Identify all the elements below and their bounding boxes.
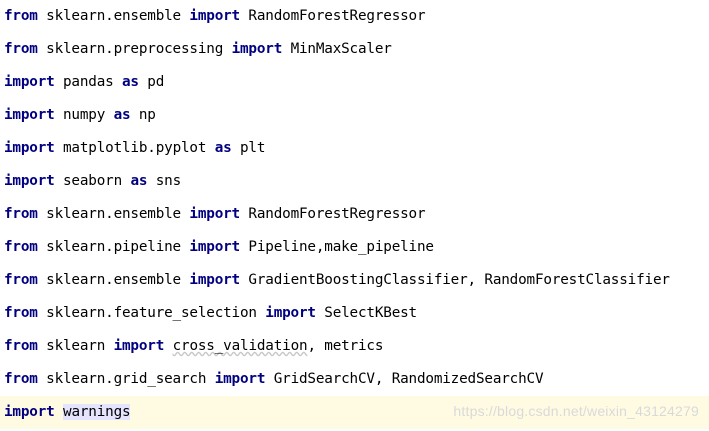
code-line[interactable]: from sklearn.grid_search import GridSear… (0, 363, 709, 396)
code-line[interactable]: from sklearn.pipeline import Pipeline,ma… (0, 231, 709, 264)
keyword-token: import (189, 8, 240, 24)
keyword-token: as (122, 74, 139, 90)
code-line[interactable]: from sklearn.ensemble import RandomFores… (0, 198, 709, 231)
keyword-token: from (4, 8, 38, 24)
warned-identifier: cross_validation (172, 338, 308, 354)
code-token: GridSearchCV, RandomizedSearchCV (265, 371, 544, 387)
keyword-token: from (4, 338, 38, 354)
code-token: sklearn.feature_selection (37, 305, 266, 321)
code-token: seaborn (54, 173, 131, 189)
code-token: RandomForestRegressor (240, 206, 426, 222)
keyword-token: import (4, 107, 55, 123)
keyword-token: import (113, 338, 165, 354)
code-line[interactable]: import seaborn as sns (0, 165, 709, 198)
keyword-token: import (189, 272, 240, 288)
code-token: sklearn.ensemble (37, 272, 190, 288)
code-line[interactable]: import numpy as np (0, 99, 709, 132)
code-token: sklearn.pipeline (37, 239, 190, 255)
code-token: Pipeline,make_pipeline (240, 239, 434, 255)
code-token: GradientBoostingClassifier, RandomForest… (240, 272, 670, 288)
keyword-token: as (130, 173, 148, 189)
code-line[interactable]: import pandas as pd (0, 66, 709, 99)
code-token: sklearn.preprocessing (37, 41, 232, 57)
code-line[interactable]: from sklearn import cross_validation, me… (0, 330, 709, 363)
code-token: pandas (54, 74, 122, 90)
code-token: , metrics (307, 338, 384, 354)
code-token (164, 338, 172, 354)
code-token: SelectKBest (315, 305, 417, 321)
keyword-token: import (4, 74, 55, 90)
keyword-token: import (4, 140, 55, 156)
keyword-token: as (214, 140, 232, 156)
keyword-token: from (4, 41, 38, 57)
keyword-token: from (4, 206, 38, 222)
code-token: RandomForestRegressor (240, 8, 426, 24)
keyword-token: as (113, 107, 131, 123)
highlighted-identifier: warnings (63, 404, 131, 420)
code-token (55, 404, 63, 420)
code-token: sns (147, 173, 182, 189)
keyword-token: from (4, 371, 38, 387)
keyword-token: import (4, 404, 55, 420)
keyword-token: import (231, 41, 283, 57)
code-line[interactable]: from sklearn.feature_selection import Se… (0, 297, 709, 330)
code-token: MinMaxScaler (282, 41, 392, 57)
keyword-token: from (4, 239, 38, 255)
keyword-token: import (189, 206, 240, 222)
code-line[interactable]: from sklearn.ensemble import RandomFores… (0, 0, 709, 33)
code-token: numpy (54, 107, 114, 123)
code-token: sklearn.ensemble (37, 8, 190, 24)
keyword-token: import (265, 305, 316, 321)
code-line[interactable]: import warnings (0, 396, 709, 429)
code-line[interactable]: import matplotlib.pyplot as plt (0, 132, 709, 165)
code-token: sklearn.grid_search (37, 371, 215, 387)
keyword-token: from (4, 272, 38, 288)
code-token: sklearn.ensemble (37, 206, 190, 222)
code-token: matplotlib.pyplot (54, 140, 215, 156)
keyword-token: import (189, 239, 240, 255)
code-token: pd (138, 74, 165, 90)
watermark-text: https://blog.csdn.net/weixin_43124279 (453, 403, 699, 419)
code-line[interactable]: from sklearn.ensemble import GradientBoo… (0, 264, 709, 297)
code-line[interactable]: from sklearn.preprocessing import MinMax… (0, 33, 709, 66)
code-token: plt (231, 140, 266, 156)
keyword-token: import (4, 173, 55, 189)
keyword-token: from (4, 305, 38, 321)
code-token: sklearn (37, 338, 114, 354)
code-token: np (130, 107, 156, 123)
keyword-token: import (214, 371, 266, 387)
